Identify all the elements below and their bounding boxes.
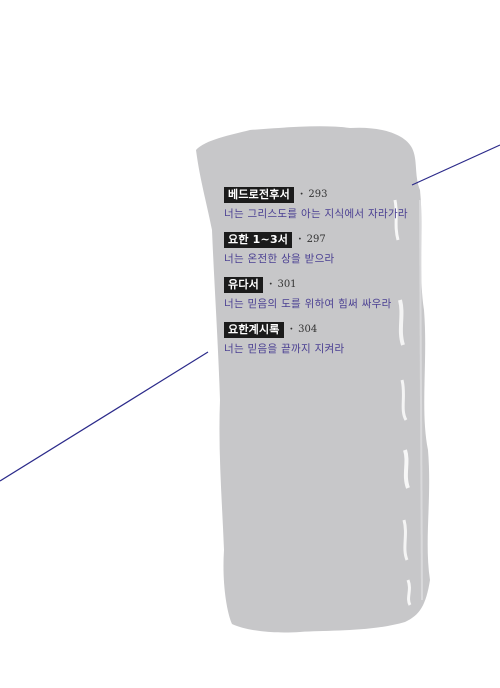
book-title-tag: 요한 1~3서: [224, 231, 293, 248]
diagonal-line-left: [0, 351, 209, 482]
toc-entry[interactable]: 요한 1~3서 ·297 너는 온전한 상을 받으라: [224, 231, 424, 268]
toc-entry[interactable]: 유다서 ·301 너는 믿음의 도를 위하여 힘써 싸우라: [224, 276, 424, 313]
entry-subtitle: 너는 온전한 상을 받으라: [224, 253, 335, 265]
diagonal-line-right: [411, 144, 500, 186]
brush-stroke-shape: [196, 126, 430, 633]
book-title-tag: 베드로전후서: [224, 186, 294, 203]
table-of-contents: 베드로전후서 ·293 너는 그리스도를 아는 지식에서 자라가라 요한 1~3…: [224, 186, 424, 366]
page-number: ·293: [299, 189, 328, 200]
page-number: ·297: [298, 234, 326, 245]
book-title-tag: 요한계시록: [224, 321, 284, 338]
entry-subtitle: 너는 믿음을 끝까지 지켜라: [224, 343, 345, 355]
page-number: ·301: [268, 279, 297, 290]
toc-entry[interactable]: 요한계시록 ·304 너는 믿음을 끝까지 지켜라: [224, 321, 424, 358]
book-title-tag: 유다서: [224, 276, 263, 293]
entry-subtitle: 너는 믿음의 도를 위하여 힘써 싸우라: [224, 298, 392, 310]
entry-subtitle: 너는 그리스도를 아는 지식에서 자라가라: [224, 208, 408, 220]
toc-entry[interactable]: 베드로전후서 ·293 너는 그리스도를 아는 지식에서 자라가라: [224, 186, 424, 223]
page-number: ·304: [289, 324, 318, 335]
